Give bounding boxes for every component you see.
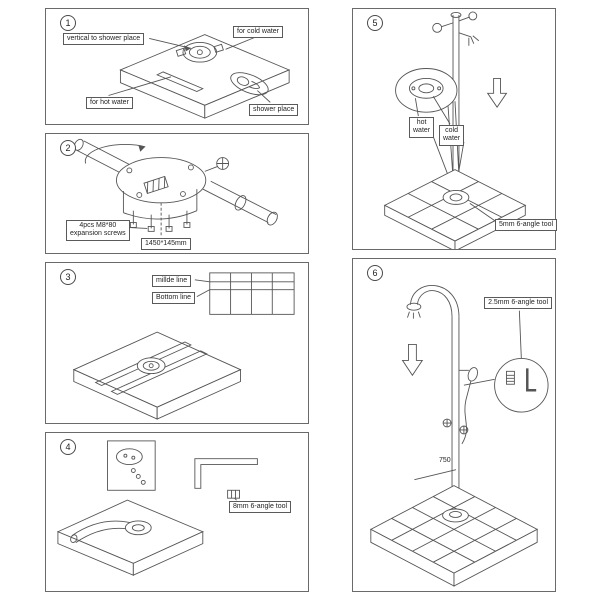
- step-3-panel: 3: [45, 262, 309, 424]
- label-for-cold-water: for cold water: [233, 26, 284, 39]
- step-2-drawing: [73, 138, 278, 237]
- step-6-panel: 6: [352, 258, 556, 592]
- label-line: hot: [416, 119, 427, 126]
- allen-key-icon: [526, 368, 537, 392]
- hand-shower: [458, 367, 479, 445]
- label-shower-place: shower place: [249, 104, 299, 117]
- step-4-drawing: [56, 440, 258, 576]
- step-1-number: 1: [60, 15, 76, 31]
- step-3-number: 3: [60, 269, 76, 285]
- down-arrow-icon: [401, 344, 424, 377]
- shower-column-pipe: [452, 14, 460, 194]
- label-line: water: [413, 127, 431, 135]
- dimension-750: 750: [439, 457, 451, 464]
- alignment-rails: [94, 341, 208, 395]
- label-line: water: [443, 135, 461, 143]
- shower-column-pipe: [451, 316, 460, 514]
- label-8mm-tool: 8mm 6-angle tool: [229, 501, 292, 514]
- base-flange: [442, 508, 469, 523]
- label-cold-water: cold water: [439, 125, 465, 146]
- step-5-drawing: [383, 11, 527, 249]
- step-1-panel: 1: [45, 8, 309, 125]
- top-fittings: [432, 11, 480, 46]
- tiled-base: [369, 485, 539, 587]
- magnifier-detail: [494, 357, 549, 413]
- step-4-panel: 4: [45, 432, 309, 592]
- label-for-hot-water: for hot water: [86, 97, 133, 110]
- label-bottom-line: Bottom line: [152, 292, 196, 305]
- rotate-arrow-icon: [84, 144, 146, 164]
- side-valve-handle: [204, 157, 230, 172]
- label-middle-line: millde line: [152, 275, 192, 288]
- groove-channel: [156, 71, 204, 93]
- step-6-drawing: [369, 285, 549, 587]
- step-4-number: 4: [60, 439, 76, 455]
- label-2-5mm-tool: 2.5mm 6-angle tool: [484, 297, 552, 310]
- down-arrow-icon: [486, 77, 508, 108]
- valve-handles: [442, 418, 469, 435]
- mixer-valve: [175, 41, 224, 63]
- detail-inset-box: [107, 440, 156, 491]
- hatched-slot: [143, 175, 169, 195]
- base-flange: [442, 190, 470, 205]
- label-hot-water: hot water: [409, 117, 435, 138]
- tile-line-table: [209, 272, 295, 315]
- label-expansion-screws: 4pcs M8*80 expansion screws: [66, 220, 130, 241]
- label-5mm-tool: 5mm 6-angle tool: [495, 219, 558, 232]
- step-2-panel: 2: [45, 133, 309, 254]
- label-line: 4pcs M8*80: [79, 222, 117, 229]
- step-6-number: 6: [367, 265, 383, 281]
- step-5-number: 5: [367, 15, 383, 31]
- mixer-valve: [136, 357, 166, 375]
- allen-key-icon: [194, 458, 258, 489]
- tiled-base: [383, 169, 527, 249]
- magnifier-detail: [395, 68, 458, 113]
- hex-fitting: [227, 489, 240, 499]
- gooseneck-shower-head: [406, 285, 460, 319]
- label-dimension: 1450*145mm: [141, 238, 191, 251]
- step-3-drawing: [72, 272, 295, 420]
- shower-arm-and-flange: [70, 520, 152, 543]
- shower-place-recess: [230, 72, 269, 96]
- step-5-panel: 5: [352, 8, 558, 250]
- step-2-number: 2: [60, 140, 76, 156]
- expansion-screws: [129, 210, 191, 232]
- label-vertical-to-shower-place: vertical to shower place: [63, 33, 145, 46]
- step-1-drawing: [108, 34, 291, 119]
- label-line: cold: [445, 127, 458, 134]
- label-line: expansion screws: [70, 230, 126, 238]
- dimension-line: [414, 469, 457, 481]
